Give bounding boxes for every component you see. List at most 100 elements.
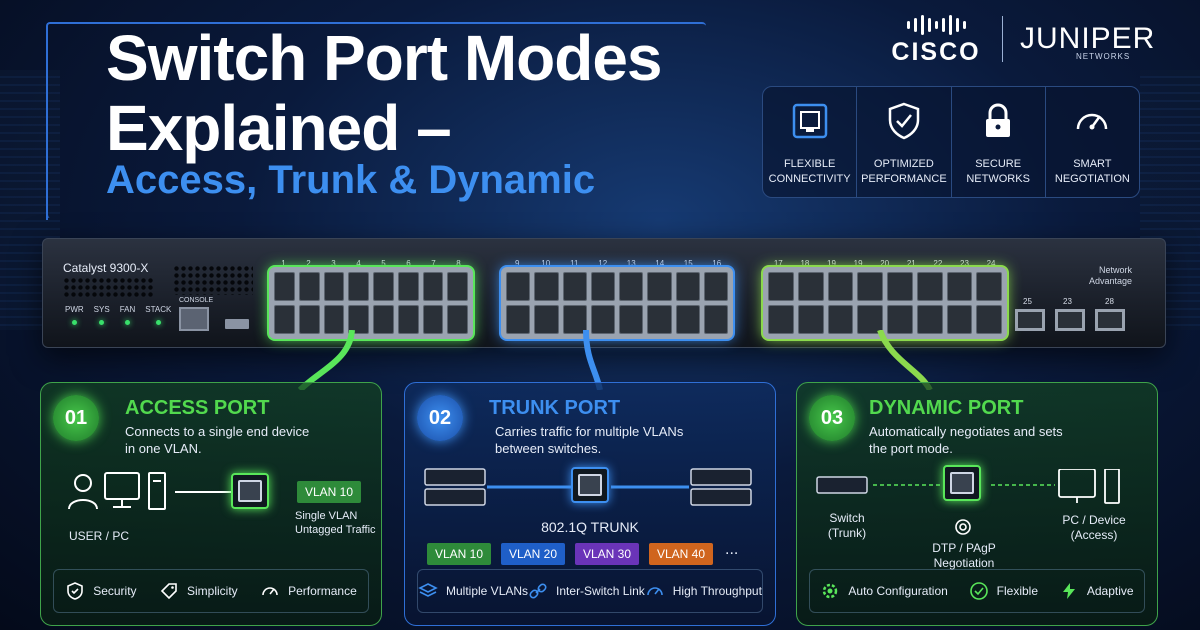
ethernet-port-icon (792, 103, 827, 139)
cable-trunk (583, 330, 603, 390)
network-switch: Catalyst 9300-X PWR SYS FAN STACK CONSOL… (42, 238, 1166, 348)
feature-label-3a: SECURE (975, 158, 1022, 170)
usb-port[interactable] (225, 319, 249, 329)
cable-access (297, 330, 355, 390)
footer-throughput: High Throughput (645, 581, 762, 601)
footer-inter-switch: Inter-Switch Link (528, 581, 645, 601)
lock-icon (986, 103, 1011, 137)
vlan-20-badge: VLAN 20 (501, 543, 566, 565)
switch-model: Catalyst 9300-X (63, 261, 149, 275)
brand-divider (1002, 16, 1003, 62)
vent-grill-2 (173, 265, 253, 295)
layers-icon (418, 583, 438, 597)
port-group-trunk[interactable] (501, 267, 733, 339)
feature-label-1a: FLEXIBLE (783, 158, 836, 170)
access-port-card: 01 ACCESS PORT Connects to a single end … (40, 382, 382, 626)
port-group-dynamic[interactable] (763, 267, 1007, 339)
console-port[interactable] (179, 307, 209, 331)
pc-monitor-icon (1058, 469, 1096, 498)
access-title: ACCESS PORT (125, 397, 270, 419)
sfp-number-1: 25 (1023, 297, 1032, 306)
dynamic-title: DYNAMIC PORT (869, 397, 1024, 419)
switch-icon-left (424, 468, 486, 486)
led-fan: FAN (120, 305, 135, 325)
feature-label-2b: PERFORMANCE (861, 173, 947, 185)
access-footer: Security Simplicity Performance (53, 569, 369, 613)
footer-simplicity: Simplicity (159, 581, 238, 601)
led-pwr: PWR (65, 305, 84, 325)
led-stack: STACK (145, 305, 171, 325)
footer-auto-config: Auto Configuration (820, 581, 948, 601)
shield-check-icon (888, 102, 920, 140)
gauge-icon (262, 587, 278, 596)
feature-optimized: OPTIMIZED PERFORMANCE (857, 87, 952, 197)
juniper-wordmark: JUNIPER (1020, 22, 1156, 55)
vlan-40-badge: VLAN 40 (649, 543, 714, 565)
dynamic-port-jack-icon (943, 465, 981, 501)
gauge-icon (1077, 113, 1108, 130)
access-number-badge: 01 (53, 395, 99, 441)
port-group-access[interactable] (269, 267, 473, 339)
footer-adaptive: Adaptive (1059, 581, 1134, 601)
access-link-line (175, 491, 231, 493)
vlan-30-badge: VLAN 30 (575, 543, 640, 565)
footer-security: Security (65, 581, 137, 601)
switch-icon (816, 476, 868, 494)
cisco-wordmark: CISCO (891, 38, 981, 66)
trunk-number-badge: 02 (417, 395, 463, 441)
sfp-port-1[interactable] (1015, 309, 1045, 331)
cisco-bars-icon (888, 14, 984, 36)
cable-dynamic (877, 330, 933, 390)
status-leds: PWR SYS FAN STACK (65, 305, 171, 325)
tag-icon (160, 583, 177, 600)
trunk-footer: Multiple VLANs Inter-Switch Link High Th… (417, 569, 763, 613)
page-title-line2: Explained – (106, 92, 452, 164)
speedometer-icon (646, 587, 663, 596)
dynamic-right-label: PC / Device(Access) (1062, 513, 1126, 542)
trunk-label: 802.1Q TRUNK (541, 519, 639, 535)
negotiation-gear-icon (955, 519, 971, 535)
title-frame (46, 22, 706, 220)
cisco-logo: CISCO (888, 14, 984, 67)
vlan-10-badge: VLAN 10 (427, 543, 492, 565)
dynamic-number-badge: 03 (809, 395, 855, 441)
sfp-port-3[interactable] (1095, 309, 1125, 331)
footer-multiple-vlans: Multiple VLANs (418, 581, 528, 601)
cables (297, 330, 933, 390)
feature-label-4b: NEGOTIATION (1054, 173, 1130, 185)
footer-flexible: Flexible (969, 581, 1038, 601)
more-vlans: ... (725, 541, 739, 558)
console-label: CONSOLE (179, 297, 214, 304)
vent-grill (63, 277, 153, 299)
dynamic-footer: Auto Configuration Flexible Adaptive (809, 569, 1145, 613)
dynamic-left-label: Switch(Trunk) (827, 511, 867, 540)
dynamic-diagram (816, 469, 1120, 504)
check-circle-icon (969, 582, 988, 600)
gear-icon (823, 583, 838, 599)
device-label: USER / PC (69, 529, 130, 543)
sfp-number-3: 28 (1105, 297, 1114, 306)
trunk-port-card: 02 TRUNK PORT Carries traffic for multip… (404, 382, 776, 626)
sfp-number-2: 23 (1063, 297, 1072, 306)
trunk-port-jack-icon (571, 467, 609, 503)
lightning-icon (1062, 583, 1075, 599)
footer-performance: Performance (260, 581, 357, 601)
link-icon (529, 583, 547, 599)
feature-label-2a: OPTIMIZED (873, 158, 934, 170)
trunk-title: TRUNK PORT (489, 397, 621, 419)
trunk-diagram (424, 468, 752, 506)
user-pc-icon (68, 472, 166, 510)
sfp-port-2[interactable] (1055, 309, 1085, 331)
shield-icon (67, 582, 84, 600)
